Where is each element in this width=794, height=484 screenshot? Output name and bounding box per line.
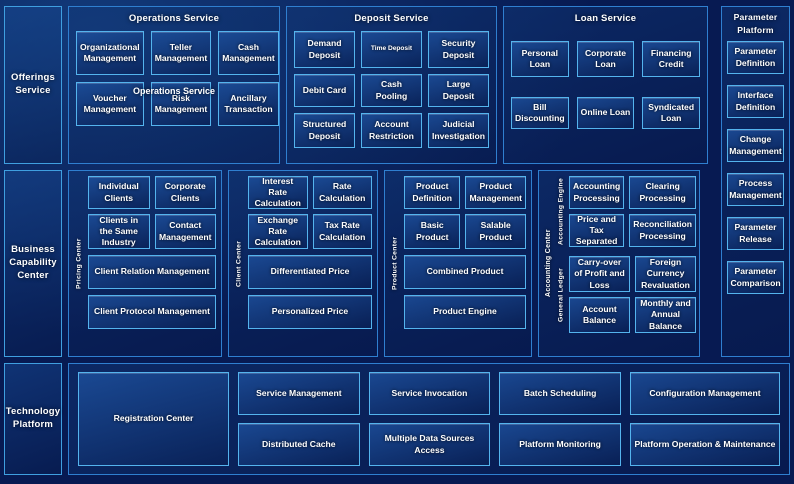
cell-platform-monitoring[interactable]: Platform Monitoring	[499, 423, 621, 466]
cell-service-management[interactable]: Service Management	[238, 372, 360, 415]
cell-debit-card[interactable]: Debit Card	[294, 74, 355, 107]
cell-teller-management[interactable]: Teller Management	[150, 31, 212, 75]
cell-salable-product[interactable]: Salable Product	[465, 214, 526, 249]
panel-title-loan-service: Loan Service	[574, 13, 637, 24]
cell-combined-product[interactable]: Combined Product	[404, 255, 526, 289]
vlabel-pricing-center: Pricing Center	[75, 238, 83, 289]
cell-security-deposit[interactable]: Security Deposit	[428, 31, 489, 68]
panel-loan-service[interactable]: Loan Service Personal Loan Corporate Loa…	[503, 6, 708, 164]
cell-product-definition[interactable]: Product Definition	[404, 176, 461, 209]
panel-product-center[interactable]: Product Center Product Definition Produc…	[384, 170, 532, 357]
cell-accounting-processing[interactable]: Accounting Processing	[569, 176, 625, 209]
cell-parameter-definition[interactable]: Parameter Definition	[727, 41, 784, 74]
cell-contact-management[interactable]: Contact Management	[154, 214, 216, 249]
panel-accounting-center[interactable]: Accounting Center Accounting Engine Acco…	[538, 170, 700, 357]
cell-change-management[interactable]: Change Management	[727, 129, 784, 162]
row-offerings-service: Offerings Service Operations Service Org…	[0, 6, 794, 164]
vlabel-client-center: Client Center	[235, 240, 243, 287]
vlabel-accounting-center: Accounting Center	[545, 229, 552, 298]
panel-title-operations-service: Operations Service	[128, 13, 220, 24]
cell-configuration-management[interactable]: Configuration Management	[629, 372, 780, 415]
cell-product-management[interactable]: Product Management	[465, 176, 526, 209]
cell-financing-credit[interactable]: Financing Credit	[642, 41, 700, 77]
cell-monthly-annual-balance[interactable]: Monthly and Annual Balance	[635, 297, 696, 333]
vlabel-accounting-engine: Accounting Engine	[557, 177, 565, 246]
row-business-capability-center: Business Capability Center Pricing Cente…	[0, 170, 794, 357]
cell-clients-same-industry[interactable]: Clients in the Same Industry	[88, 214, 150, 249]
cell-demand-deposit[interactable]: Demand Deposit	[294, 31, 355, 68]
cell-bill-discounting[interactable]: Bill Discounting	[511, 97, 569, 129]
panel-pricing-center[interactable]: Pricing Center Individual Clients Corpor…	[68, 170, 222, 357]
cell-rate-calculation[interactable]: Rate Calculation	[312, 176, 372, 209]
cell-service-invocation[interactable]: Service Invocation	[368, 372, 491, 415]
cell-account-balance[interactable]: Account Balance	[569, 297, 630, 333]
panel-deposit-service[interactable]: Deposit Service Demand Deposit Time Depo…	[286, 6, 497, 164]
cell-corporate-loan[interactable]: Corporate Loan	[576, 41, 635, 77]
cell-process-management[interactable]: Process Management	[727, 173, 784, 206]
cell-interest-rate-calculation[interactable]: Interest Rate Calculation	[248, 176, 308, 209]
cell-client-protocol-management[interactable]: Client Protocol Management	[88, 295, 216, 329]
panel-client-center[interactable]: Client Center Interest Rate Calculation …	[228, 170, 378, 357]
cell-multiple-data-sources-access[interactable]: Multiple Data Sources Access	[368, 423, 491, 466]
vlabel-product-center: Product Center	[391, 236, 399, 291]
cell-personal-loan[interactable]: Personal Loan	[511, 41, 569, 77]
panel-title-parameter-platform-line2: Platform	[737, 25, 774, 35]
cell-judicial-investigation[interactable]: Judicial Investigation	[428, 113, 489, 148]
cell-ancillary-transaction[interactable]: Ancillary Transaction	[218, 82, 279, 126]
cell-individual-clients[interactable]: Individual Clients	[88, 176, 150, 209]
panel-operations-service[interactable]: Operations Service Organizational Manage…	[68, 6, 280, 164]
rail-offerings-service[interactable]: Offerings Service	[4, 6, 62, 164]
cell-batch-scheduling[interactable]: Batch Scheduling	[499, 372, 621, 415]
cell-parameter-release[interactable]: Parameter Release	[727, 217, 784, 250]
cell-structured-deposit[interactable]: Structured Deposit	[294, 113, 355, 148]
rail-business-capability-center[interactable]: Business Capability Center	[4, 170, 62, 357]
cell-time-deposit[interactable]: Time Deposit	[361, 31, 422, 68]
cell-parameter-comparison[interactable]: Parameter Comparison	[727, 261, 784, 294]
cell-online-loan[interactable]: Online Loan	[576, 97, 635, 129]
cell-client-relation-management[interactable]: Client Relation Management	[88, 255, 216, 289]
cell-exchange-rate-calculation[interactable]: Exchange Rate Calculation	[248, 214, 308, 249]
vlabel-general-ledger: General Ledger	[557, 267, 565, 322]
rail-technology-platform[interactable]: Technology Platform	[4, 363, 62, 475]
cell-corporate-clients[interactable]: Corporate Clients	[154, 176, 216, 209]
cell-cash-pooling[interactable]: Cash Pooling	[361, 74, 422, 107]
panel-title-deposit-service: Deposit Service	[354, 13, 429, 24]
cell-differentiated-price[interactable]: Differentiated Price	[248, 255, 372, 289]
cell-platform-operation-maintenance[interactable]: Platform Operation & Maintenance	[629, 423, 780, 466]
panel-technology-platform[interactable]: Registration Center Service Management S…	[68, 363, 790, 475]
cell-price-and-tax-separated[interactable]: Price and Tax Separated	[569, 214, 625, 247]
cell-personalized-price[interactable]: Personalized Price	[248, 295, 372, 329]
cell-distributed-cache[interactable]: Distributed Cache	[238, 423, 360, 466]
cell-product-engine[interactable]: Product Engine	[404, 295, 526, 329]
cell-interface-definition[interactable]: Interface Definition	[727, 85, 784, 118]
panel-parameter-platform[interactable]: Parameter Platform Parameter Definition …	[721, 6, 790, 357]
cell-cash-management[interactable]: Cash Management	[218, 31, 279, 75]
row-technology-platform: Technology Platform Registration Center …	[0, 363, 794, 475]
cell-tax-rate-calculation[interactable]: Tax Rate Calculation	[312, 214, 372, 249]
cell-voucher-management[interactable]: Voucher Management	[76, 82, 144, 126]
cell-organizational-management[interactable]: Organizational Management	[76, 31, 144, 75]
cell-risk-management[interactable]: Risk Management	[150, 82, 212, 126]
cell-carry-over-profit-loss[interactable]: Carry-over of Profit and Loss	[569, 256, 630, 292]
cell-clearing-processing[interactable]: Clearing Processing	[629, 176, 696, 209]
cell-reconciliation-processing[interactable]: Reconciliation Processing	[629, 214, 696, 247]
cell-foreign-currency-revaluation[interactable]: Foreign Currency Revaluation	[635, 256, 696, 292]
cell-registration-center[interactable]: Registration Center	[78, 372, 229, 466]
cell-account-restriction[interactable]: Account Restriction	[361, 113, 422, 148]
cell-large-deposit[interactable]: Large Deposit	[428, 74, 489, 107]
cell-basic-product[interactable]: Basic Product	[404, 214, 461, 249]
cell-syndicated-loan[interactable]: Syndicated Loan	[642, 97, 700, 129]
panel-title-parameter-platform-line1: Parameter	[733, 12, 778, 22]
panel-title-operations-service-overlap: Operations Service	[132, 86, 216, 96]
